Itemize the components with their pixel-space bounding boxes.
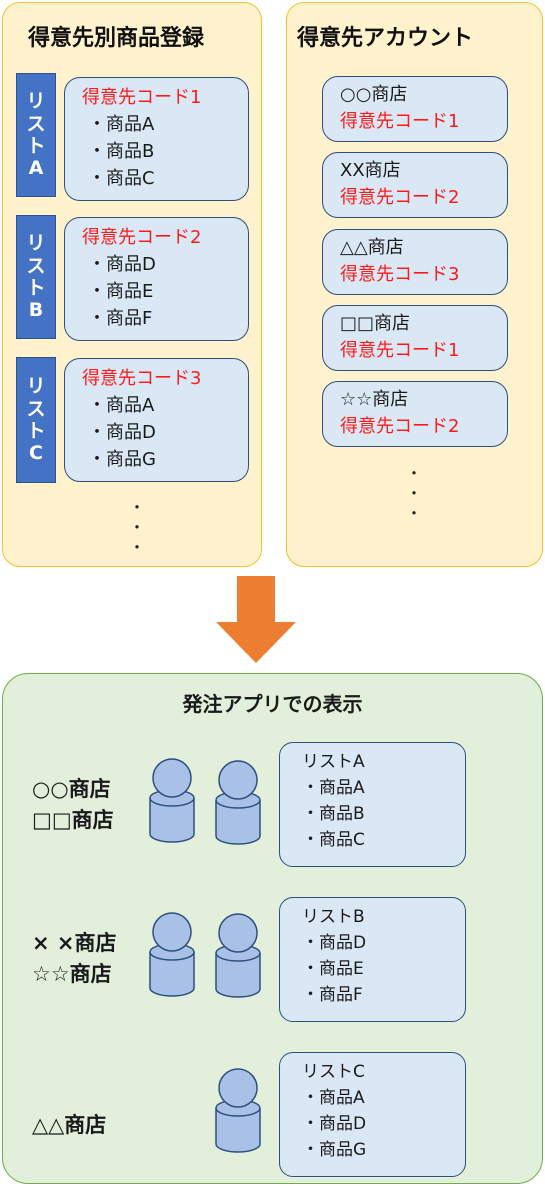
- store-name: △△商店: [340, 237, 404, 258]
- list-item: ・商品D: [302, 1114, 367, 1134]
- account-card: ☆☆商店 得意先コード2: [322, 381, 508, 447]
- list-tab-c: リ ス ト C: [16, 357, 56, 483]
- list-item: ・商品D: [88, 254, 156, 275]
- customer-code: 得意先コード1: [340, 111, 460, 132]
- store-name: ○○商店: [340, 84, 408, 105]
- ellipsis: ・ ・ ・: [128, 498, 145, 557]
- list-tab-b: リ ス ト B: [16, 215, 56, 339]
- user-icon: [215, 760, 261, 845]
- list-tab-a: リ ス ト A: [16, 73, 56, 197]
- customer-code: 得意先コード1: [340, 340, 460, 361]
- list-item: ・商品A: [88, 395, 155, 416]
- customer-code: 得意先コード2: [340, 416, 460, 437]
- list-card-a: 得意先コード1 ・商品A ・商品B ・商品C: [64, 77, 249, 201]
- customer-code: 得意先コード2: [340, 187, 460, 208]
- store-name: XX商店: [340, 160, 401, 181]
- customer-code: 得意先コード2: [82, 227, 202, 248]
- list-item: ・商品E: [88, 281, 154, 302]
- ellipsis: ・ ・ ・: [405, 464, 422, 523]
- user-icon: [149, 758, 195, 843]
- store-name-group: △△商店: [32, 1113, 107, 1137]
- list-item: ・商品A: [302, 1088, 365, 1108]
- account-card: △△商店 得意先コード3: [322, 229, 508, 295]
- account-card: □□商店 得意先コード1: [322, 305, 508, 371]
- store-name-group: ○○商店 □□商店: [32, 777, 114, 832]
- down-arrow-icon: [216, 576, 296, 663]
- app-list-card-b: リストB ・商品D ・商品E ・商品F: [279, 897, 466, 1022]
- list-item: ・商品C: [302, 830, 365, 850]
- list-item: ・商品G: [302, 1140, 367, 1160]
- list-item: ・商品A: [88, 114, 155, 135]
- account-card: XX商店 得意先コード2: [322, 152, 508, 218]
- user-icon: [215, 913, 261, 998]
- list-name: リストB: [302, 907, 365, 927]
- app-list-card-c: リストC ・商品A ・商品D ・商品G: [279, 1052, 466, 1177]
- list-item: ・商品A: [302, 778, 365, 798]
- accounts-title: 得意先アカウント: [297, 26, 474, 51]
- user-icon: [149, 912, 195, 997]
- list-name: リストC: [302, 1062, 365, 1082]
- registration-title: 得意先別商品登録: [28, 26, 205, 51]
- app-title: 発注アプリでの表示: [182, 692, 363, 716]
- store-name: □□商店: [340, 313, 411, 334]
- list-item: ・商品G: [88, 449, 156, 470]
- list-item: ・商品F: [302, 985, 363, 1005]
- list-item: ・商品B: [302, 804, 365, 824]
- list-item: ・商品D: [88, 422, 156, 443]
- list-item: ・商品D: [302, 933, 367, 953]
- list-card-c: 得意先コード3 ・商品A ・商品D ・商品G: [64, 358, 249, 482]
- list-item: ・商品F: [88, 308, 153, 329]
- app-list-card-a: リストA ・商品A ・商品B ・商品C: [279, 742, 466, 867]
- account-card: ○○商店 得意先コード1: [322, 76, 508, 142]
- list-name: リストA: [302, 752, 365, 772]
- list-item: ・商品B: [88, 141, 155, 162]
- list-item: ・商品C: [88, 168, 155, 189]
- user-icon: [215, 1068, 261, 1153]
- store-name-group: × ×商店 ☆☆商店: [32, 931, 117, 986]
- list-item: ・商品E: [302, 959, 364, 979]
- list-card-b: 得意先コード2 ・商品D ・商品E ・商品F: [64, 217, 249, 341]
- customer-code: 得意先コード3: [82, 368, 202, 389]
- store-name: ☆☆商店: [340, 389, 409, 410]
- customer-code: 得意先コード3: [340, 264, 460, 285]
- customer-code: 得意先コード1: [82, 87, 202, 108]
